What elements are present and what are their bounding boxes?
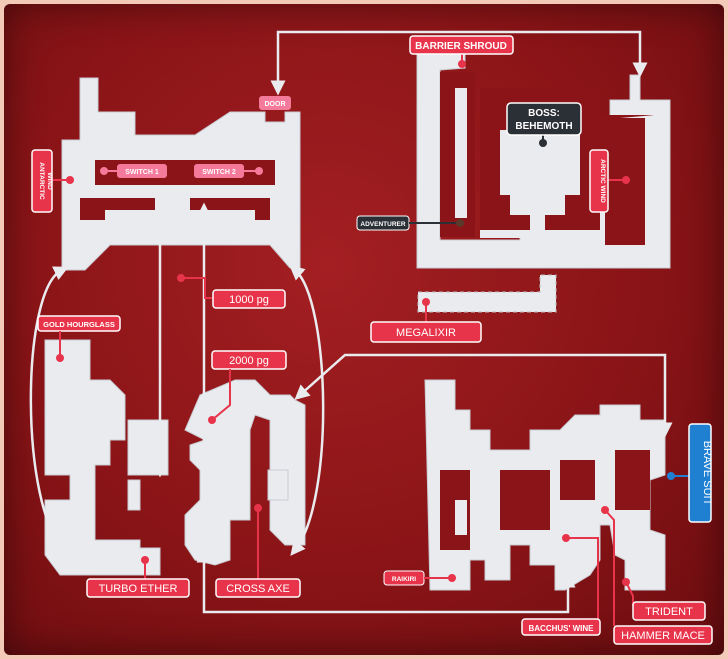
svg-text:CROSS AXE: CROSS AXE bbox=[226, 583, 290, 595]
label-adventurer: ADVENTURER bbox=[356, 215, 464, 231]
svg-text:BOSS:: BOSS: bbox=[528, 108, 560, 119]
label-switch-1: SWITCH 1 bbox=[100, 164, 167, 178]
svg-text:WIND: WIND bbox=[46, 172, 53, 190]
svg-text:GOLD HOURGLASS: GOLD HOURGLASS bbox=[43, 320, 115, 329]
floor-left-upper bbox=[61, 77, 301, 271]
svg-text:TURBO ETHER: TURBO ETHER bbox=[99, 583, 178, 595]
label-boss-behemoth: BOSS: BEHEMOTH bbox=[506, 102, 582, 147]
svg-text:HAMMER MACE: HAMMER MACE bbox=[621, 630, 705, 642]
svg-text:TRIDENT: TRIDENT bbox=[645, 606, 693, 618]
svg-text:SWITCH 1: SWITCH 1 bbox=[125, 169, 159, 176]
label-arctic-wind: ARCTIC WIND bbox=[589, 149, 630, 213]
label-barrier-shroud: BARRIER SHROUD bbox=[409, 35, 514, 68]
label-megalixir: MEGALIXIR bbox=[370, 298, 482, 343]
label-turbo-ether: TURBO ETHER bbox=[86, 556, 190, 598]
label-trident: TRIDENT bbox=[622, 578, 706, 621]
svg-text:ANTARCTIC: ANTARCTIC bbox=[38, 162, 45, 200]
svg-text:BARRIER SHROUD: BARRIER SHROUD bbox=[415, 41, 507, 52]
floor-left-lower-east bbox=[184, 379, 306, 566]
label-gold-hourglass: GOLD HOURGLASS bbox=[37, 315, 121, 362]
hidden-passage bbox=[417, 274, 557, 313]
label-cross-axe: CROSS AXE bbox=[215, 504, 301, 598]
floor-upper-right bbox=[416, 51, 671, 269]
label-2000-pg: 2000 pg bbox=[208, 350, 287, 424]
svg-text:BEHEMOTH: BEHEMOTH bbox=[515, 121, 572, 132]
label-door: DOOR bbox=[259, 96, 291, 110]
label-raikiri: RAIKIRI bbox=[383, 570, 456, 586]
label-bacchus-wine: BACCHUS' WINE bbox=[521, 534, 601, 636]
floor-left-lower-west bbox=[44, 339, 169, 576]
svg-text:BACCHUS' WINE: BACCHUS' WINE bbox=[528, 624, 594, 633]
label-switch-2: SWITCH 2 bbox=[194, 164, 263, 178]
svg-text:MEGALIXIR: MEGALIXIR bbox=[396, 327, 456, 339]
label-brave-suit: BRAVE SUIT bbox=[667, 423, 713, 523]
route-arrows bbox=[29, 30, 673, 614]
label-1000-pg: 1000 pg bbox=[177, 274, 286, 309]
svg-text:1000 pg: 1000 pg bbox=[229, 294, 269, 306]
svg-text:ADVENTURER: ADVENTURER bbox=[360, 221, 405, 228]
floor-lower-right bbox=[424, 379, 666, 591]
svg-text:ARCTIC WIND: ARCTIC WIND bbox=[599, 159, 606, 203]
label-hammer-mace: HAMMER MACE bbox=[601, 506, 713, 645]
svg-text:RAIKIRI: RAIKIRI bbox=[392, 576, 416, 583]
label-antarctic-wind: ANTARCTIC WIND bbox=[31, 149, 74, 213]
svg-text:BRAVE SUIT: BRAVE SUIT bbox=[701, 441, 713, 506]
svg-text:DOOR: DOOR bbox=[265, 101, 286, 108]
svg-text:SWITCH 2: SWITCH 2 bbox=[202, 169, 236, 176]
svg-text:2000 pg: 2000 pg bbox=[229, 355, 269, 367]
